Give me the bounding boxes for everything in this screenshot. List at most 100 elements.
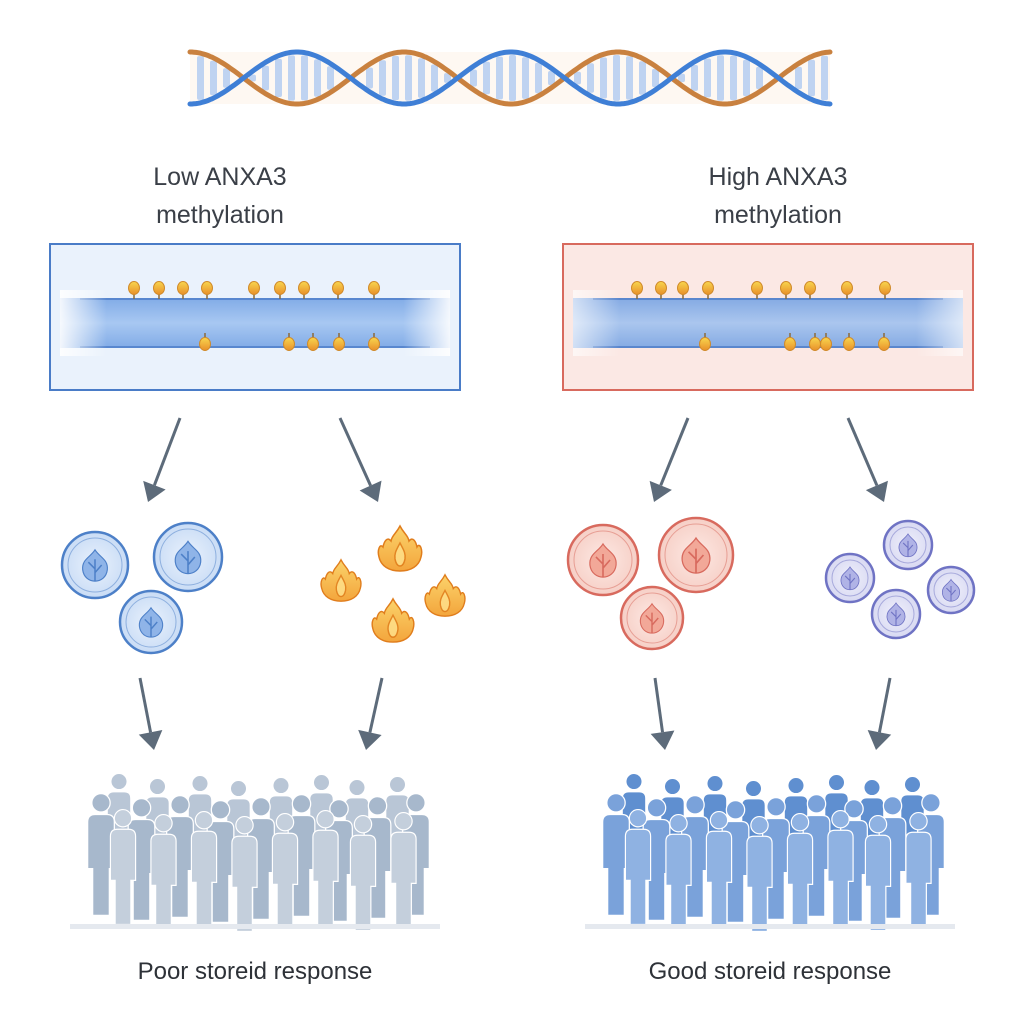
methyl-group-icon <box>177 281 189 295</box>
dna-base-pair <box>418 58 425 98</box>
dna-base-pair <box>379 60 386 96</box>
methyl-group-icon <box>702 281 714 295</box>
high-title-line1: High ANXA3 <box>708 163 848 191</box>
arrowhead-icon <box>138 730 163 750</box>
dna-base-pair <box>535 62 542 94</box>
methyl-group-icon <box>784 337 796 351</box>
methyl-group-icon <box>879 281 891 295</box>
high-methylation-title: High ANXA3 methylation <box>648 158 908 234</box>
flame-icon <box>320 559 362 602</box>
dna-base-pair <box>210 60 217 96</box>
dna-base-pair <box>821 55 828 101</box>
low-title-line1: Low ANXA3 <box>153 163 287 191</box>
methyl-group-icon <box>843 337 855 351</box>
methyl-group-icon <box>780 281 792 295</box>
methyl-group-icon <box>631 281 891 351</box>
dna-base-pair <box>808 59 815 97</box>
dna-base-pair <box>444 73 451 83</box>
dna-base-pair <box>327 66 334 90</box>
dna-base-pair <box>197 56 204 100</box>
arrow-line <box>846 417 879 487</box>
methyl-group-icon <box>332 281 344 295</box>
methyl-group-icon <box>804 281 816 295</box>
dna-base-pair <box>314 59 321 97</box>
purple-immune-cells <box>824 519 976 640</box>
dna-base-pair <box>730 55 737 101</box>
methyl-group-icon <box>283 337 295 351</box>
dna-base-pair <box>574 71 581 85</box>
dna-base-pair <box>431 64 438 92</box>
dna-base-pair <box>522 57 529 99</box>
methyl-group-icon <box>841 281 853 295</box>
arrowhead-icon <box>650 730 675 750</box>
dna-base-pair <box>405 55 412 101</box>
methyl-group-icon <box>199 337 211 351</box>
arrow-line <box>338 417 372 487</box>
dna-base-pair <box>652 68 659 88</box>
dna-base-pair <box>548 71 555 86</box>
dna-base-pair <box>756 66 763 90</box>
dna-base-pair <box>704 58 711 98</box>
dna-base-pair <box>288 55 295 101</box>
dna-strand-orange <box>187 49 833 107</box>
ground-line <box>70 924 440 929</box>
methyl-group-icon <box>248 281 260 295</box>
dna-base-pair <box>509 55 516 101</box>
methyl-group-icon <box>128 281 380 351</box>
good-response-caption: Good storeid response <box>648 958 892 985</box>
patient-group-poor-response <box>70 772 440 933</box>
methyl-group-icon <box>655 281 667 295</box>
dna-base-pair <box>691 65 698 91</box>
dna-base-pair <box>639 61 646 95</box>
high-title-line2: methylation <box>714 201 842 229</box>
flame-icon <box>377 525 423 572</box>
flame-icon <box>424 574 466 617</box>
dna-base-pair <box>743 59 750 97</box>
methyl-group-icon <box>677 281 689 295</box>
dna-base-pair <box>613 55 620 101</box>
arrow-line <box>153 417 182 486</box>
methyl-group-icon <box>368 337 380 351</box>
arrowhead-icon <box>358 729 382 750</box>
dna-base-pair <box>496 56 503 100</box>
inflammation-flames <box>320 525 466 643</box>
blue-immune-cells <box>60 521 224 655</box>
dna-base-pairs <box>197 55 828 101</box>
dna-base-pair <box>223 68 230 88</box>
methyl-group-icon <box>699 337 711 351</box>
flame-icon <box>371 598 415 643</box>
dna-base-pair <box>301 55 308 101</box>
dna-base-pair <box>366 67 373 89</box>
arrow-line <box>138 677 153 733</box>
low-methylation-title: Low ANXA3 methylation <box>90 158 350 234</box>
methyl-group-icon <box>751 281 763 295</box>
methyl-group-icon <box>820 337 832 351</box>
arrowhead-icon <box>143 480 166 502</box>
methyl-group-icon <box>201 281 213 295</box>
arrowhead-icon <box>865 480 888 502</box>
methyl-group-icon <box>878 337 890 351</box>
dna-base-pair <box>717 55 724 101</box>
methyl-group-icon <box>631 281 643 295</box>
methyl-group-icon <box>368 281 380 295</box>
arrowhead-icon <box>359 480 382 502</box>
flow-arrows <box>138 417 892 750</box>
arrow-line <box>659 417 690 486</box>
methyl-group-icon <box>153 281 165 295</box>
dna-base-pair <box>483 61 490 95</box>
dna-base-pair <box>470 69 477 87</box>
dna-base-pair <box>275 58 282 97</box>
methyl-group-icon <box>809 337 821 351</box>
dna-base-pair <box>392 55 399 101</box>
low-methylation-box <box>49 243 461 391</box>
dna-strand-blue <box>187 49 833 107</box>
dna-base-pair <box>249 74 256 82</box>
dna-base-pair <box>600 57 607 99</box>
dna-base-pair <box>626 56 633 100</box>
methyl-group-icon <box>298 281 310 295</box>
arrow-line <box>877 677 892 733</box>
poor-response-caption: Poor storeid response <box>137 958 373 985</box>
high-methylation-box <box>562 243 974 391</box>
methyl-group-icon <box>274 281 286 295</box>
